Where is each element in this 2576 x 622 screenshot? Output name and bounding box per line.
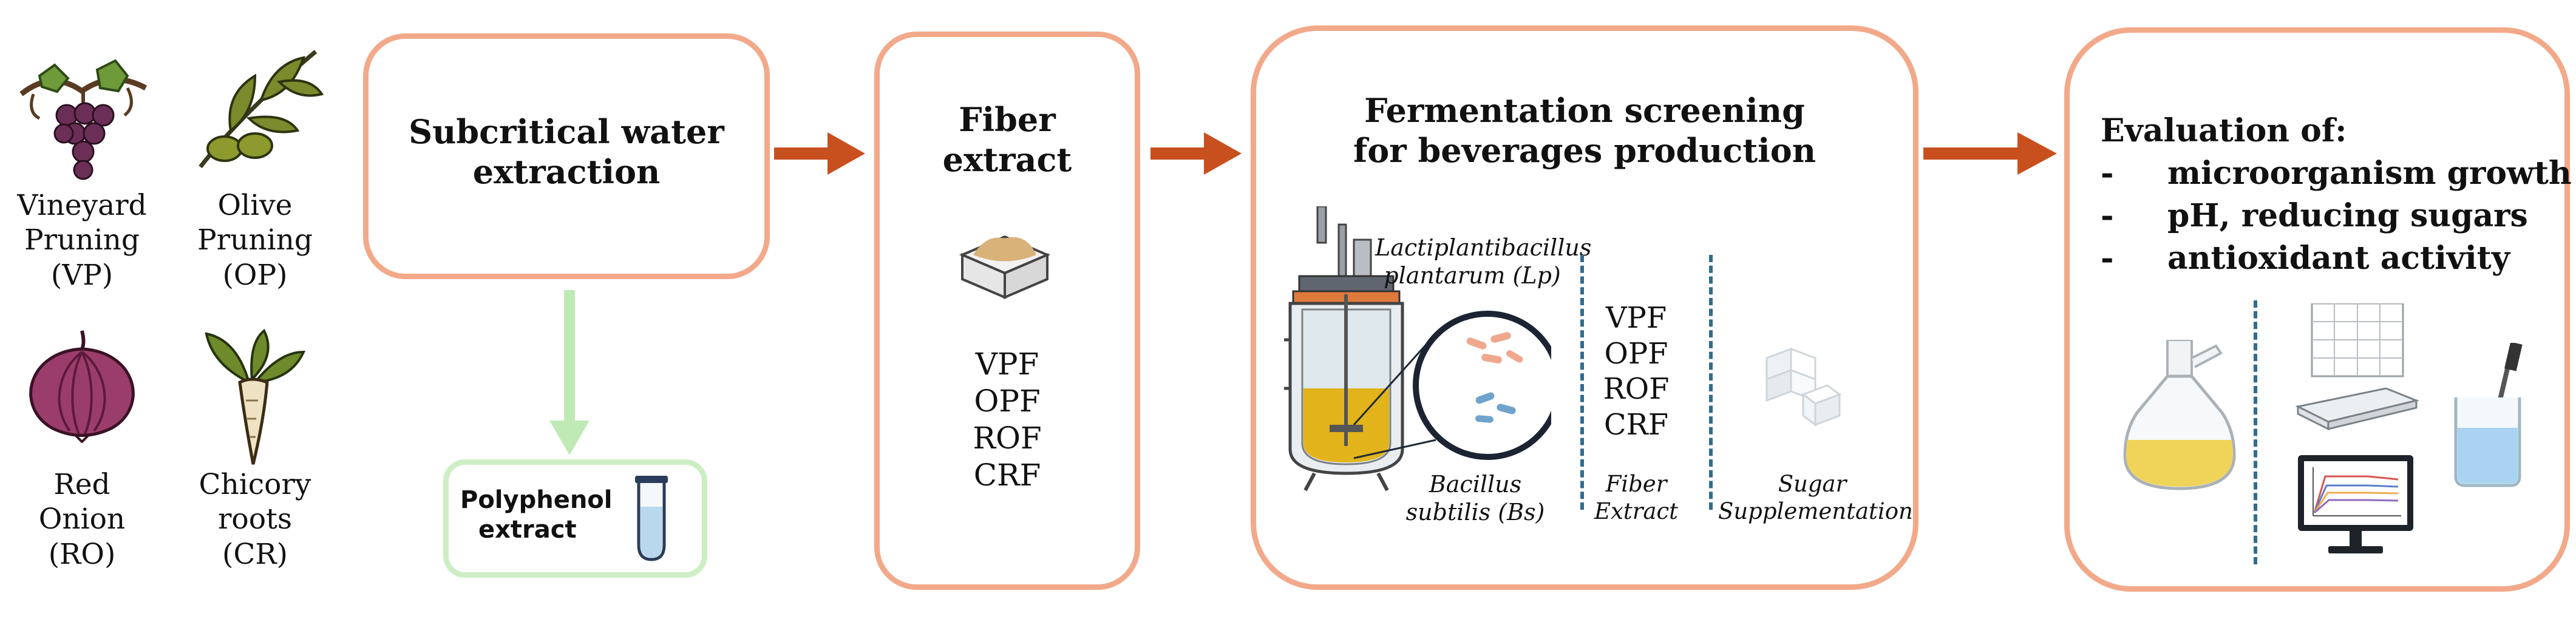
- fiber-list: VPF OPF ROF CRF: [973, 346, 1042, 493]
- evaluation-item-3: -antioxidant activity: [2101, 240, 2510, 277]
- fiber-extract-label: Fiber Extract: [1594, 471, 1679, 525]
- source-olive: Olive Pruning (OP): [197, 189, 313, 292]
- polyphenol-arrow: [549, 290, 590, 455]
- separator-3: [2254, 300, 2257, 564]
- monitor-chart-icon: [2298, 455, 2413, 553]
- source-vineyard: Vineyard Pruning (VP): [17, 189, 147, 292]
- fiber-title: Fiber extract: [942, 100, 1072, 179]
- polyphenol-label: Polyphenol extract: [460, 486, 613, 544]
- arrow-extraction-to-fiber: [774, 132, 865, 175]
- fiber-powder-icon: [959, 235, 1051, 300]
- test-tube-icon: [635, 476, 668, 561]
- lp-label: Lactiplantibacillus plantarum (Lp): [1375, 234, 1592, 289]
- sugar-cubes-icon: [1765, 347, 1842, 427]
- separator-1: [1580, 255, 1584, 510]
- source-onion: Red Onion (RO): [38, 468, 126, 571]
- bioreactor-icon: [1284, 206, 1404, 492]
- lp-bacteria-icon: [1466, 332, 1523, 363]
- extraction-title: Subcritical water extraction: [409, 112, 724, 191]
- grape-vine-icon: [19, 59, 148, 180]
- separator-2: [1709, 255, 1713, 510]
- bs-label: Bacillus subtilis (Bs): [1405, 471, 1545, 526]
- sugar-label: Sugar Supplementation: [1718, 471, 1913, 525]
- chicory-root-icon: [205, 328, 306, 465]
- flask-icon: [2123, 340, 2236, 490]
- fermentation-fiber-list: VPF OPF ROF CRF: [1603, 301, 1670, 442]
- evaluation-title: Evaluation of:: [2101, 112, 2347, 149]
- evaluation-item-1: -microorganism growth: [2101, 155, 2572, 192]
- source-chicory: Chicory roots (CR): [199, 468, 311, 571]
- fermentation-title: Fermentation screening for beverages pro…: [1353, 91, 1816, 170]
- fiber-box: [874, 32, 1140, 590]
- arrow-fermentation-to-evaluation: [1923, 132, 2057, 175]
- extraction-box: [363, 33, 770, 279]
- arrow-fiber-to-fermentation: [1150, 132, 1242, 175]
- counting-chamber-icon: [2295, 303, 2419, 431]
- bs-bacteria-icon: [1475, 392, 1516, 423]
- red-onion-icon: [29, 330, 135, 443]
- beaker-probe-icon: [2454, 343, 2523, 487]
- evaluation-item-2: -pH, reducing sugars: [2101, 197, 2528, 234]
- olive-branch-icon: [199, 50, 324, 169]
- microorganism-magnifier: [1353, 311, 1551, 460]
